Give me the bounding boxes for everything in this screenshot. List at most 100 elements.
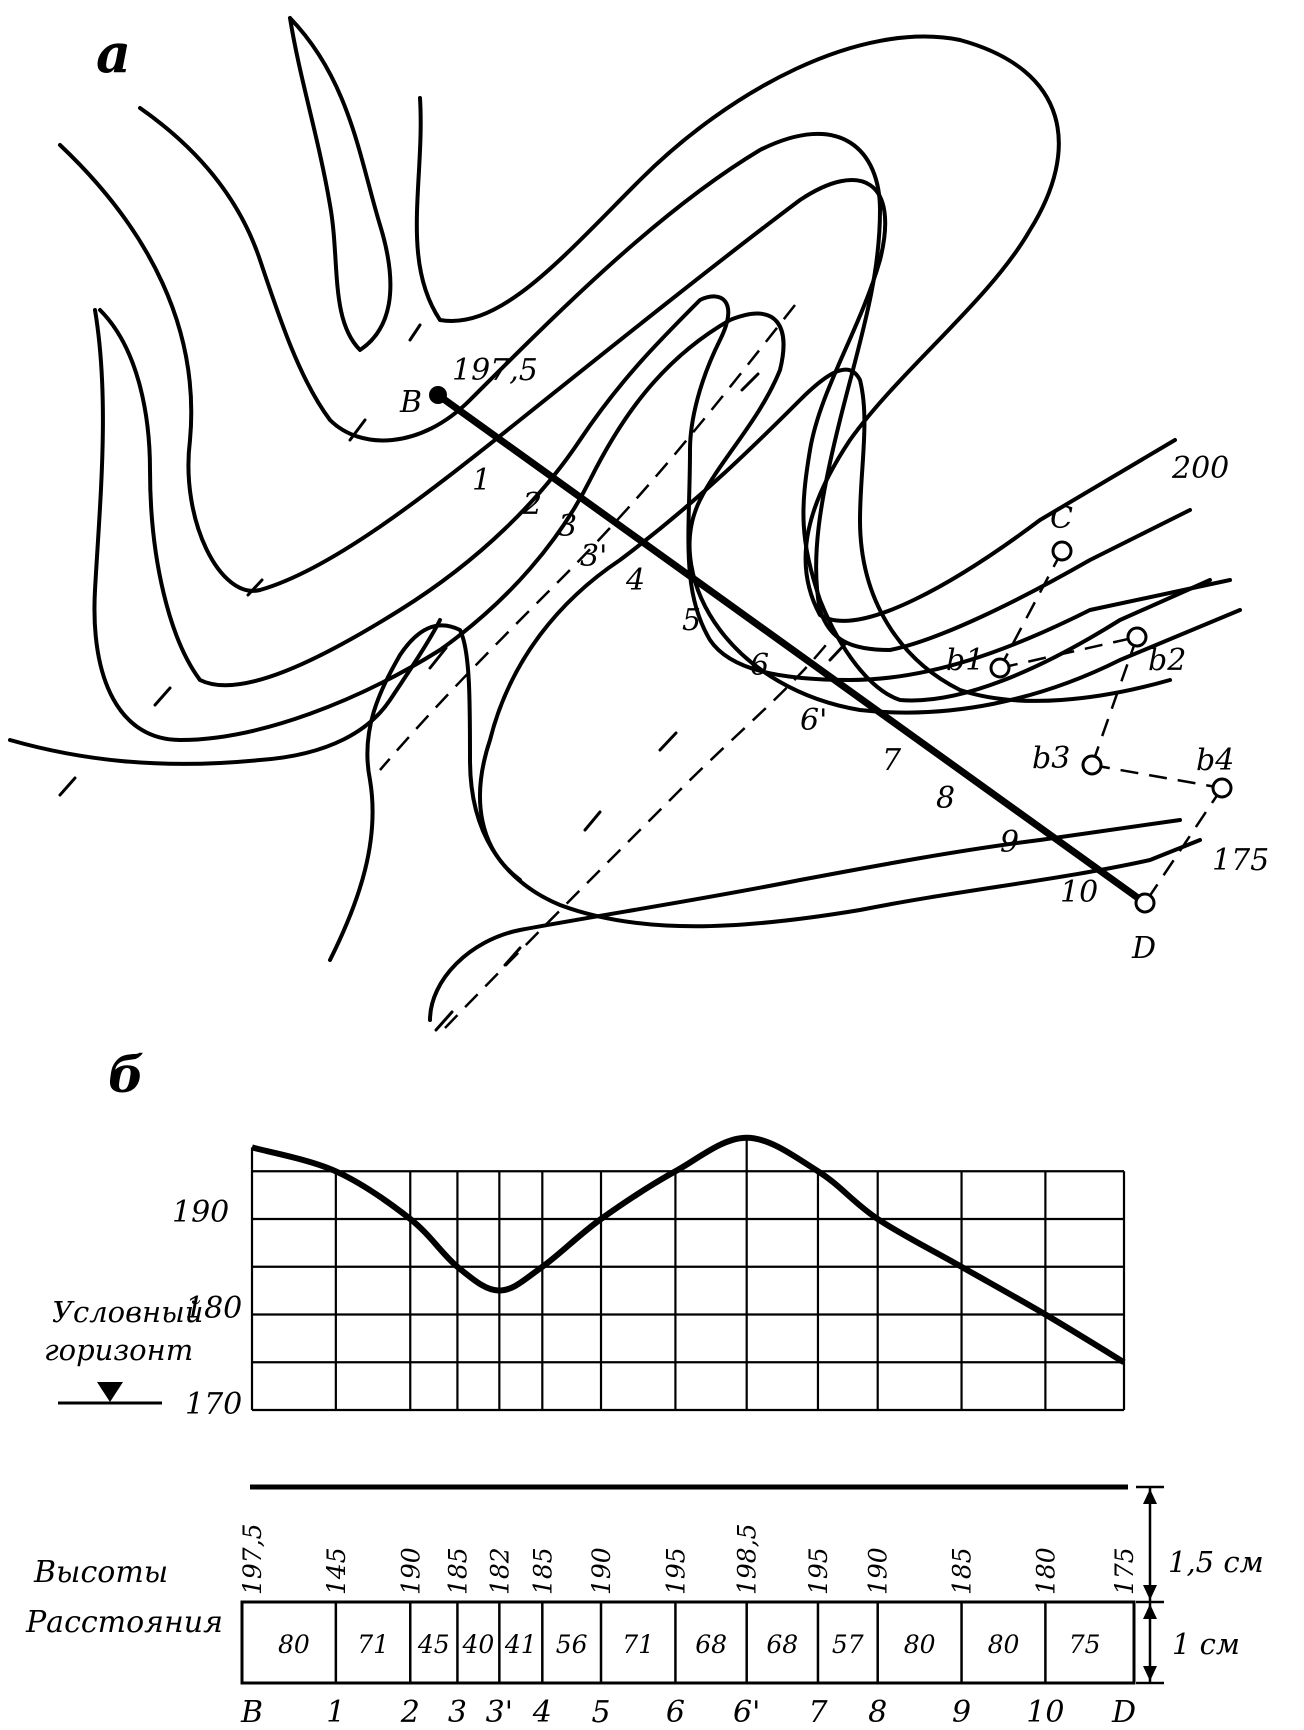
point-b1-label: b1 (946, 643, 984, 678)
point-c-label: C (1050, 501, 1073, 536)
contour-ticks (58, 323, 848, 1032)
height-value: 190 (587, 1547, 616, 1595)
line-point-2: 2 (522, 487, 542, 522)
point-d-label: D (1131, 931, 1156, 966)
arrow-down-icon (1143, 1585, 1157, 1600)
dash-c-b1 (998, 550, 1064, 669)
contour-label-200: 200 (1171, 451, 1229, 486)
point-b-label: B (399, 385, 422, 420)
tick (428, 646, 448, 670)
tick (348, 418, 367, 442)
point-label: 5 (591, 1695, 610, 1730)
watershed-line (379, 304, 796, 771)
line-point-4: 4 (625, 563, 645, 598)
distances-row-label: Расстояния (25, 1605, 223, 1640)
arrow-down-icon (1143, 1666, 1157, 1681)
line-point-10: 10 (1060, 875, 1098, 910)
point-label: 3' (486, 1695, 513, 1730)
point-label: 6' (733, 1695, 760, 1730)
line-point-9: 9 (1000, 825, 1019, 860)
point-b3-marker (1081, 754, 1103, 776)
distance-value: 71 (357, 1630, 389, 1659)
line-point-7: 7 (882, 743, 902, 778)
interpolation-lines (998, 550, 1224, 904)
distances-box (240, 1600, 1136, 1685)
point-c-marker (1051, 540, 1073, 562)
height-value: 190 (864, 1547, 893, 1595)
point-label: 3 (448, 1695, 467, 1730)
point-markers (989, 540, 1233, 914)
distance-value: 68 (766, 1630, 798, 1659)
profile-grid (250, 1137, 1126, 1412)
point-label: 9 (952, 1695, 971, 1730)
contour-lines-lower (8, 367, 1202, 1022)
distance-value: 41 (504, 1630, 537, 1659)
distance-value: 57 (832, 1630, 864, 1659)
dimension-markers (1136, 1485, 1164, 1685)
contour-7 (8, 618, 442, 766)
y-tick-190: 190 (172, 1195, 229, 1230)
point-label: D (1111, 1695, 1136, 1730)
distance-value: 75 (1069, 1630, 1101, 1659)
profile-curve (251, 1134, 1126, 1365)
contour-4 (58, 143, 1212, 703)
point-b1-marker (989, 657, 1011, 679)
height-value: 190 (396, 1547, 425, 1595)
point-label: B (240, 1695, 263, 1730)
y-tick-180: 180 (185, 1291, 242, 1326)
tick (246, 578, 264, 597)
point-b3-label: b3 (1032, 741, 1070, 776)
distance-value: 80 (278, 1630, 310, 1659)
line-point-3: 3 (558, 509, 577, 544)
point-label: 4 (532, 1695, 552, 1730)
line-point-3p: 3' (580, 539, 607, 574)
line-point-1: 1 (472, 463, 491, 498)
dash-b3-b4 (1091, 763, 1223, 790)
dash-b4-d (1143, 787, 1224, 904)
distance-value: 80 (988, 1630, 1020, 1659)
point-label: 7 (808, 1695, 828, 1730)
point-b2-marker (1126, 626, 1148, 648)
point-d-marker (1134, 892, 1156, 914)
height-value: 185 (528, 1547, 557, 1595)
dimension-label-top: 1,5 см (1168, 1545, 1264, 1579)
contour-5 (98, 294, 1232, 688)
point-b4-marker (1211, 777, 1233, 799)
distance-value: 68 (695, 1630, 727, 1659)
contour-lines (58, 16, 1242, 742)
tick (408, 323, 422, 342)
elevation-label-b: 197,5 (452, 353, 538, 388)
thalweg-line (444, 639, 831, 1029)
distance-value: 80 (904, 1630, 936, 1659)
point-b4-label: b4 (1196, 743, 1234, 778)
height-value: 198,5 (733, 1523, 762, 1595)
point-label: 10 (1026, 1695, 1064, 1730)
tick (740, 372, 760, 392)
height-value: 185 (948, 1547, 977, 1595)
panel-b-label: б (108, 1045, 144, 1104)
horizon-label-2: горизонт (44, 1333, 193, 1367)
tick (828, 641, 848, 662)
contour-10 (428, 818, 1182, 1022)
distance-value: 45 (417, 1630, 450, 1659)
arrow-up-icon (1143, 1604, 1157, 1619)
height-value: 195 (804, 1547, 833, 1595)
y-tick-170: 170 (185, 1387, 242, 1422)
contour-1 (288, 16, 393, 352)
height-value: 185 (443, 1547, 472, 1595)
contour-2 (414, 34, 1177, 623)
heights-row-label: Высоты (33, 1555, 168, 1590)
dash-b1-b2 (999, 635, 1138, 670)
point-label: 6 (666, 1695, 685, 1730)
contour-8 (328, 623, 1202, 962)
height-value: 180 (1031, 1547, 1060, 1595)
height-value: 145 (322, 1547, 351, 1595)
line-point-5: 5 (682, 603, 701, 638)
dash-b2-b3 (1090, 636, 1139, 766)
line-point-6: 6 (750, 648, 769, 683)
panel-a-label: а (96, 21, 131, 85)
tick (58, 776, 77, 797)
